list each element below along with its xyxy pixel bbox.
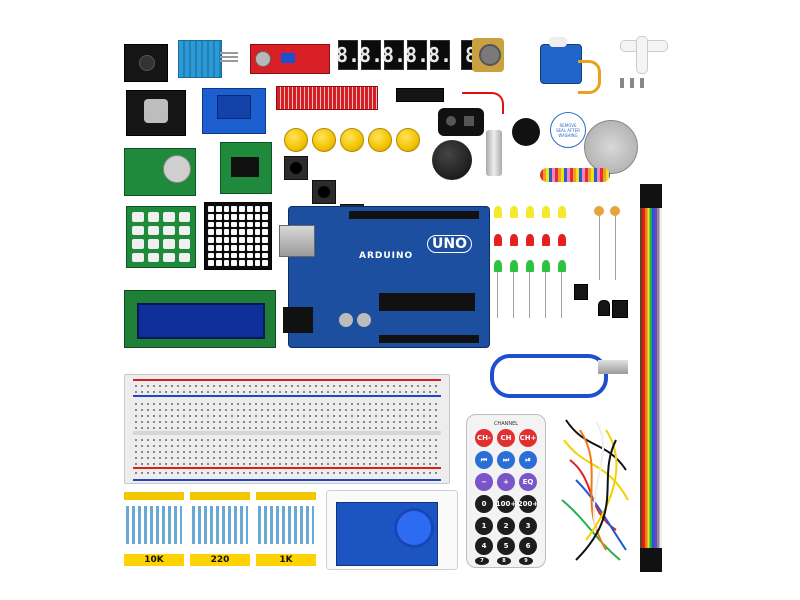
battery-clip-wire-red xyxy=(462,92,504,114)
jumper-wires-bundle xyxy=(556,410,636,566)
sound-sensor-module xyxy=(250,44,330,74)
seven-segment-display: 8. 8. 8. 8. 8. 8 xyxy=(336,40,481,70)
ribbon-connector-top xyxy=(640,184,662,208)
push-button-cap xyxy=(284,128,308,152)
arduino-logo-text: ARDUINO xyxy=(359,251,414,261)
usb-port xyxy=(279,225,315,257)
ic-chip xyxy=(396,88,444,102)
stepper-driver-board xyxy=(220,142,272,194)
remote-btn-7: 7 xyxy=(475,557,489,565)
tactile-switch xyxy=(312,180,336,204)
arduino-model-text: UNO xyxy=(427,235,472,253)
ir-receiver-module xyxy=(124,44,168,82)
servo-motor xyxy=(540,37,582,84)
water-level-sensor xyxy=(276,86,378,110)
seven-segment-digit: 8. xyxy=(359,40,383,70)
lcd-1602-board xyxy=(124,290,276,348)
resistor-label: 10K xyxy=(124,554,184,566)
resistor-label: 1K xyxy=(256,554,316,566)
screws xyxy=(620,78,650,88)
remote-btn-plus: + xyxy=(497,473,515,491)
remote-btn-200: 200+ xyxy=(518,495,538,513)
remote-btn-8: 8 xyxy=(497,557,511,565)
tactile-switch xyxy=(284,156,308,180)
ribbon-jumper-cable xyxy=(640,190,662,572)
dht11-pins xyxy=(220,50,238,62)
potentiometer xyxy=(472,38,504,72)
seven-segment-digit: 8. xyxy=(336,40,360,70)
header-pins-bottom xyxy=(379,335,479,343)
remote-btn-9: 9 xyxy=(519,557,533,565)
stepper-motor-cable xyxy=(540,168,610,182)
buzzer-sticker-text: REMOVE SEAL AFTER WASHING xyxy=(555,122,581,138)
remote-btn-100: 100+ xyxy=(496,495,516,513)
temperature-sensor xyxy=(598,300,610,316)
remote-btn-play: ⏯ xyxy=(519,451,537,469)
atmega-chip xyxy=(379,293,475,311)
power-jack xyxy=(283,307,313,333)
buzzer xyxy=(512,118,540,146)
remote-btn-5: 5 xyxy=(497,537,515,555)
joystick-cap xyxy=(432,140,472,180)
remote-btn-minus: − xyxy=(475,473,493,491)
relay-module xyxy=(202,88,266,134)
servo-cable xyxy=(578,60,601,94)
resistor-pack-220: 220 xyxy=(190,492,250,568)
capacitor xyxy=(357,313,371,327)
tilt-switch xyxy=(612,300,628,318)
header-pins-top xyxy=(349,211,479,219)
remote-btn-0: 0 xyxy=(475,495,493,513)
remote-btn-eq: EQ xyxy=(519,473,537,491)
seven-segment-digit: 8. xyxy=(382,40,406,70)
remote-header: CHANNEL xyxy=(493,421,519,427)
resistor-label: 220 xyxy=(190,554,250,566)
breadboard xyxy=(124,374,450,484)
remote-btn-1: 1 xyxy=(475,517,493,535)
led-matrix-8x8 xyxy=(204,202,272,270)
ribbon-connector-bottom xyxy=(640,548,662,572)
dht11-sensor xyxy=(178,40,222,78)
remote-btn-2: 2 xyxy=(497,517,515,535)
push-button-cap xyxy=(312,128,336,152)
photoresistors xyxy=(590,206,630,286)
remote-btn-prev: ⏮ xyxy=(475,451,493,469)
push-button-cap xyxy=(396,128,420,152)
resistor-pack-10k: 10K xyxy=(124,492,184,568)
remote-btn-6: 6 xyxy=(519,537,537,555)
joystick-module xyxy=(126,90,186,136)
seven-segment-digit: 8. xyxy=(428,40,452,70)
remote-btn-next: ⏭ xyxy=(497,451,515,469)
ir-remote-control: CHANNEL CH- CH CH+ ⏮ ⏭ ⏯ − + EQ 0 100+ 2… xyxy=(466,414,546,568)
resistor-pack-1k: 1K xyxy=(256,492,316,568)
arduino-uno-board: ARDUINO UNO xyxy=(279,206,490,348)
dc-barrel-plug xyxy=(486,130,502,176)
battery-clip xyxy=(438,108,484,136)
remote-btn-ch-minus: CH- xyxy=(475,429,493,447)
keypad-4x4 xyxy=(126,206,196,268)
lcd-screen xyxy=(137,303,265,339)
push-button-cap xyxy=(340,128,364,152)
capacitor xyxy=(339,313,353,327)
ir-receiver xyxy=(574,284,588,300)
usb-plug xyxy=(598,360,628,374)
rfid-keyfob xyxy=(394,508,434,548)
usb-cable xyxy=(490,354,608,398)
remote-btn-ch: CH xyxy=(497,429,515,447)
rtc-module xyxy=(124,148,196,196)
led-group xyxy=(492,202,572,322)
push-button-cap xyxy=(368,128,392,152)
remote-btn-3: 3 xyxy=(519,517,537,535)
remote-btn-ch-plus: CH+ xyxy=(519,429,537,447)
servo-horn-arm xyxy=(636,36,648,74)
stepper-motor xyxy=(584,120,638,174)
seven-segment-digit: 8. xyxy=(405,40,429,70)
remote-btn-4: 4 xyxy=(475,537,493,555)
buzzer-seal-sticker: REMOVE SEAL AFTER WASHING xyxy=(550,112,586,148)
